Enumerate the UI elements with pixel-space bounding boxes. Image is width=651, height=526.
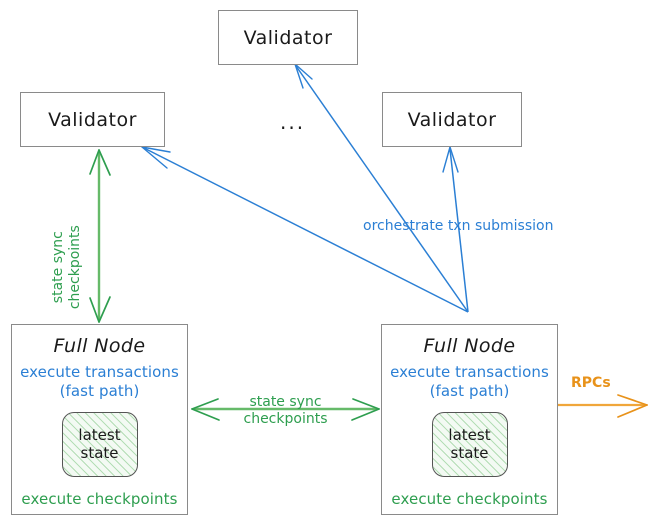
full-node-box-left[interactable]: Full Node execute transactions (fast pat… — [11, 324, 188, 515]
validator-label-left: Validator — [48, 108, 137, 131]
latest-state-line1-left: latest — [78, 426, 121, 444]
validator-box-top[interactable]: Validator — [218, 10, 358, 65]
validator-label-right: Validator — [407, 108, 497, 131]
full-node-exec-line2-left: (fast path) — [59, 381, 140, 400]
full-node-title-right: Full Node — [423, 335, 516, 357]
full-node-exec-left: execute transactions (fast path) — [20, 363, 179, 401]
latest-state-line1-right: latest — [448, 426, 491, 444]
latest-state-box-right[interactable]: latest state — [431, 411, 508, 477]
full-node-title-left: Full Node — [53, 335, 146, 357]
latest-state-line2-right: state — [450, 444, 489, 462]
validators-ellipsis: ... — [280, 110, 306, 134]
edge-rpcs — [558, 394, 648, 418]
full-node-exec-right: execute transactions (fast path) — [390, 363, 549, 401]
edge-state-sync-vertical — [89, 149, 111, 323]
edge-label-state-sync-horizontal-line2: checkpoints — [243, 411, 328, 428]
edge-label-orchestrate: orchestrate txn submission — [363, 218, 554, 234]
validator-box-right[interactable]: Validator — [382, 92, 522, 147]
latest-state-line2-left: state — [80, 444, 119, 462]
edge-label-state-sync-horizontal-line1: state sync — [249, 394, 322, 410]
full-node-exec-line2-right: (fast path) — [429, 381, 510, 400]
edge-label-state-sync-horizontal: state sync checkpoints — [233, 394, 338, 428]
edge-label-state-sync-vertical-line1: state sync — [49, 231, 66, 304]
full-node-checkpoints-right: execute checkpoints — [391, 489, 548, 508]
validator-label-top: Validator — [243, 26, 333, 49]
validator-box-left[interactable]: Validator — [20, 92, 165, 147]
edge-label-rpcs: RPCs — [571, 375, 611, 391]
latest-state-box-left[interactable]: latest state — [61, 411, 138, 477]
full-node-box-right[interactable]: Full Node execute transactions (fast pat… — [381, 324, 558, 515]
edge-label-state-sync-vertical-line2: checkpoints — [66, 225, 83, 310]
full-node-checkpoints-left: execute checkpoints — [21, 489, 178, 508]
full-node-exec-line1-left: execute transactions — [20, 363, 179, 381]
edge-label-state-sync-vertical: state sync checkpoints — [50, 225, 84, 309]
full-node-exec-line1-right: execute transactions — [390, 363, 549, 381]
